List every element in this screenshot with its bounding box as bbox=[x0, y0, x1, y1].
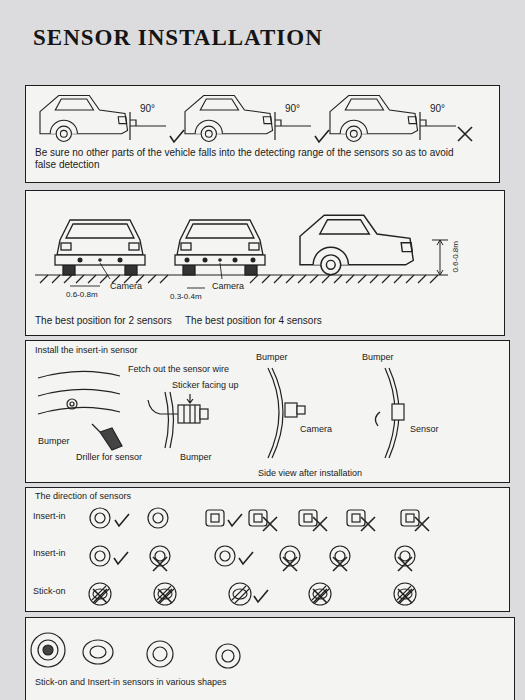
panel-text: Install the insert-in sensor bbox=[35, 345, 138, 356]
instruction-panel: Stick-on and Insert-in sensors in variou… bbox=[25, 617, 515, 700]
panel-text: Be sure no other parts of the vehicle fa… bbox=[35, 147, 475, 171]
install-steps bbox=[38, 368, 404, 458]
callout-label: Camera bbox=[300, 424, 332, 435]
instruction-panel: The direction of sensors bbox=[25, 487, 510, 612]
callout-label: Side view after installation bbox=[258, 468, 362, 479]
callout-label: 90° bbox=[285, 103, 300, 115]
callout-label: Stick-on bbox=[33, 586, 66, 597]
callout-label: 0.3-0.4m bbox=[170, 292, 202, 302]
callout-label: Driller for sensor bbox=[76, 452, 142, 463]
side-cars bbox=[40, 96, 472, 142]
callout-label: Fetch out the sensor wire bbox=[128, 364, 229, 375]
callout-label: 0.6-0.8m bbox=[451, 241, 461, 273]
callout-label: 90° bbox=[140, 103, 155, 115]
callout-label: 0.6-0.8m bbox=[66, 290, 98, 300]
callout-label: Sticker facing up bbox=[172, 380, 239, 391]
callout-label: Insert-in bbox=[33, 548, 66, 559]
callout-label: 90° bbox=[430, 103, 445, 115]
callout-label: Bumper bbox=[256, 352, 288, 363]
direction-symbols bbox=[89, 508, 429, 605]
rear-cars bbox=[35, 215, 448, 288]
callout-label: Camera bbox=[110, 281, 142, 292]
callout-label: Bumper bbox=[180, 452, 212, 463]
panel-text: The direction of sensors bbox=[35, 491, 131, 502]
instruction-panel: The best position for 2 sensors The best … bbox=[25, 190, 505, 336]
callout-label: Sensor bbox=[410, 424, 439, 435]
instruction-panel: Be sure no other parts of the vehicle fa… bbox=[25, 85, 500, 183]
callout-label: Insert-in bbox=[33, 511, 66, 522]
panel-text: The best position for 2 sensors bbox=[35, 315, 172, 327]
panel-grounds bbox=[25, 85, 515, 700]
panel-text: Stick-on and Insert-in sensors in variou… bbox=[35, 677, 227, 688]
panel-text: The best position for 4 sensors bbox=[185, 315, 322, 327]
callout-label: Bumper bbox=[38, 436, 70, 447]
callout-label: Camera bbox=[212, 281, 244, 292]
page-title: SENSOR INSTALLATION bbox=[33, 24, 323, 52]
sensor-shapes bbox=[31, 633, 240, 668]
callout-label: Bumper bbox=[362, 352, 394, 363]
